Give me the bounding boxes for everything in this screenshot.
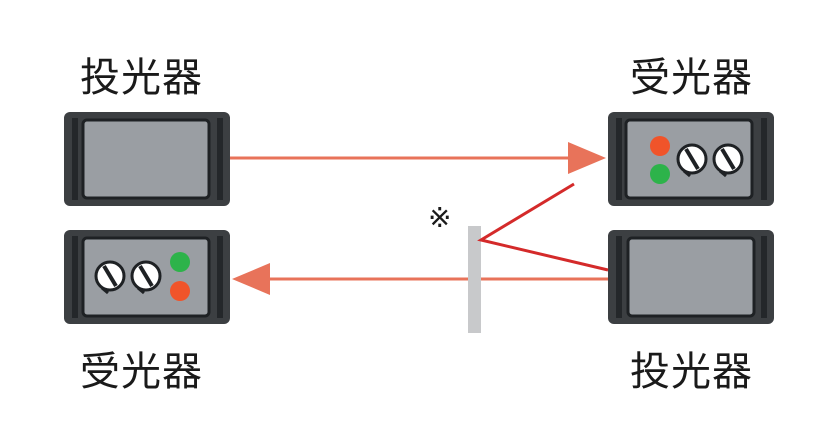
receiver-bottom-left — [64, 230, 230, 324]
note-mark: ※ — [428, 201, 452, 234]
label-receiver-bottom-left: 受光器 — [80, 349, 203, 395]
indicator-led-icon — [650, 136, 670, 156]
indicator-led-icon — [650, 164, 670, 184]
adjust-knob-icon — [712, 143, 744, 178]
emitter-bottom-right — [608, 230, 774, 324]
adjust-knob-icon — [676, 143, 708, 178]
label-emitter-bottom-right: 投光器 — [630, 349, 753, 395]
indicator-led-icon — [170, 281, 190, 301]
reflector-plate — [468, 226, 481, 333]
beam-reflected — [477, 182, 609, 272]
label-receiver-top-right: 受光器 — [630, 55, 753, 101]
label-emitter-top-left: 投光器 — [80, 55, 203, 101]
adjust-knob-icon — [130, 260, 162, 295]
receiver-top-right — [608, 112, 774, 206]
indicator-led-icon — [170, 252, 190, 272]
beam-top — [230, 142, 606, 174]
emitter-top-left — [64, 112, 230, 206]
adjust-knob-icon — [94, 260, 126, 295]
beam-bottom — [232, 263, 608, 295]
